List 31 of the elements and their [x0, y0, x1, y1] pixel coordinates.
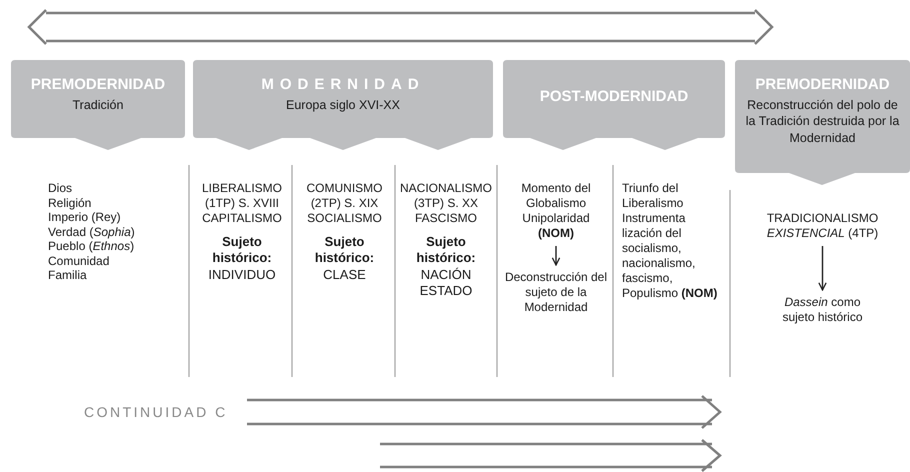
column-text: Momento del Globalismo Unipolaridad (NOM): [506, 181, 606, 241]
banner-title: PREMODERNIDAD: [30, 76, 166, 93]
arrow: [552, 246, 560, 266]
banner-title: MODERNIDAD: [261, 76, 425, 93]
banner-title: POST-MODERNIDAD: [540, 88, 688, 105]
list-item: Verdad (Sophia): [48, 224, 136, 240]
column-text: Deconstrucción del sujeto de la Modernidad: [503, 270, 609, 315]
ideology-text: LIBERALISMO (1TP) S. XVIII CAPITALISMO: [200, 181, 284, 226]
list-item: Pueblo (Ethnos): [48, 239, 136, 254]
list-item: Dios: [48, 181, 74, 196]
banner-title: PREMODERNIDAD: [755, 76, 890, 93]
banner-subtitle: Tradición: [72, 97, 124, 114]
list-item: Religión: [48, 196, 92, 210]
period-banner: [503, 60, 725, 152]
ideology-text: COMUNISMO (2TP) S. XIX SOCIALISMO: [306, 181, 384, 226]
banner-subtitle: Europa siglo XVI-XX: [285, 97, 401, 114]
column-text: TRADICIONALISMO EXISTENCIAL (4TP): [745, 211, 900, 241]
banner-subtitle: Reconstrucción del polo de la Tradición destruida por la Modernidad: [744, 97, 900, 146]
subject-text: Sujeto histórico: NACIÓN ESTADO: [415, 234, 477, 299]
subject-text: Sujeto histórico: CLASE: [314, 234, 376, 283]
list-item: Imperio (Rey): [48, 210, 122, 225]
column-text: Dassein como sujeto histórico: [775, 295, 870, 325]
list-item: Familia: [48, 268, 88, 283]
continuity-label: CONTINUIDAD C: [84, 404, 229, 422]
arrow: [818, 246, 827, 291]
ideology-text: NACIONALISMO (3TP) S. XX FASCISMO: [398, 181, 493, 226]
subject-text: Sujeto histórico: INDIVIDUO: [207, 234, 277, 283]
column-text: Triunfo del Liberalismo Instrumenta lización del socialismo, nacionalismo, fascismo, Populismo (NOM): [622, 181, 718, 301]
period-banner: [193, 60, 493, 152]
list-item: Comunidad: [48, 254, 110, 268]
period-banner: [11, 60, 185, 152]
